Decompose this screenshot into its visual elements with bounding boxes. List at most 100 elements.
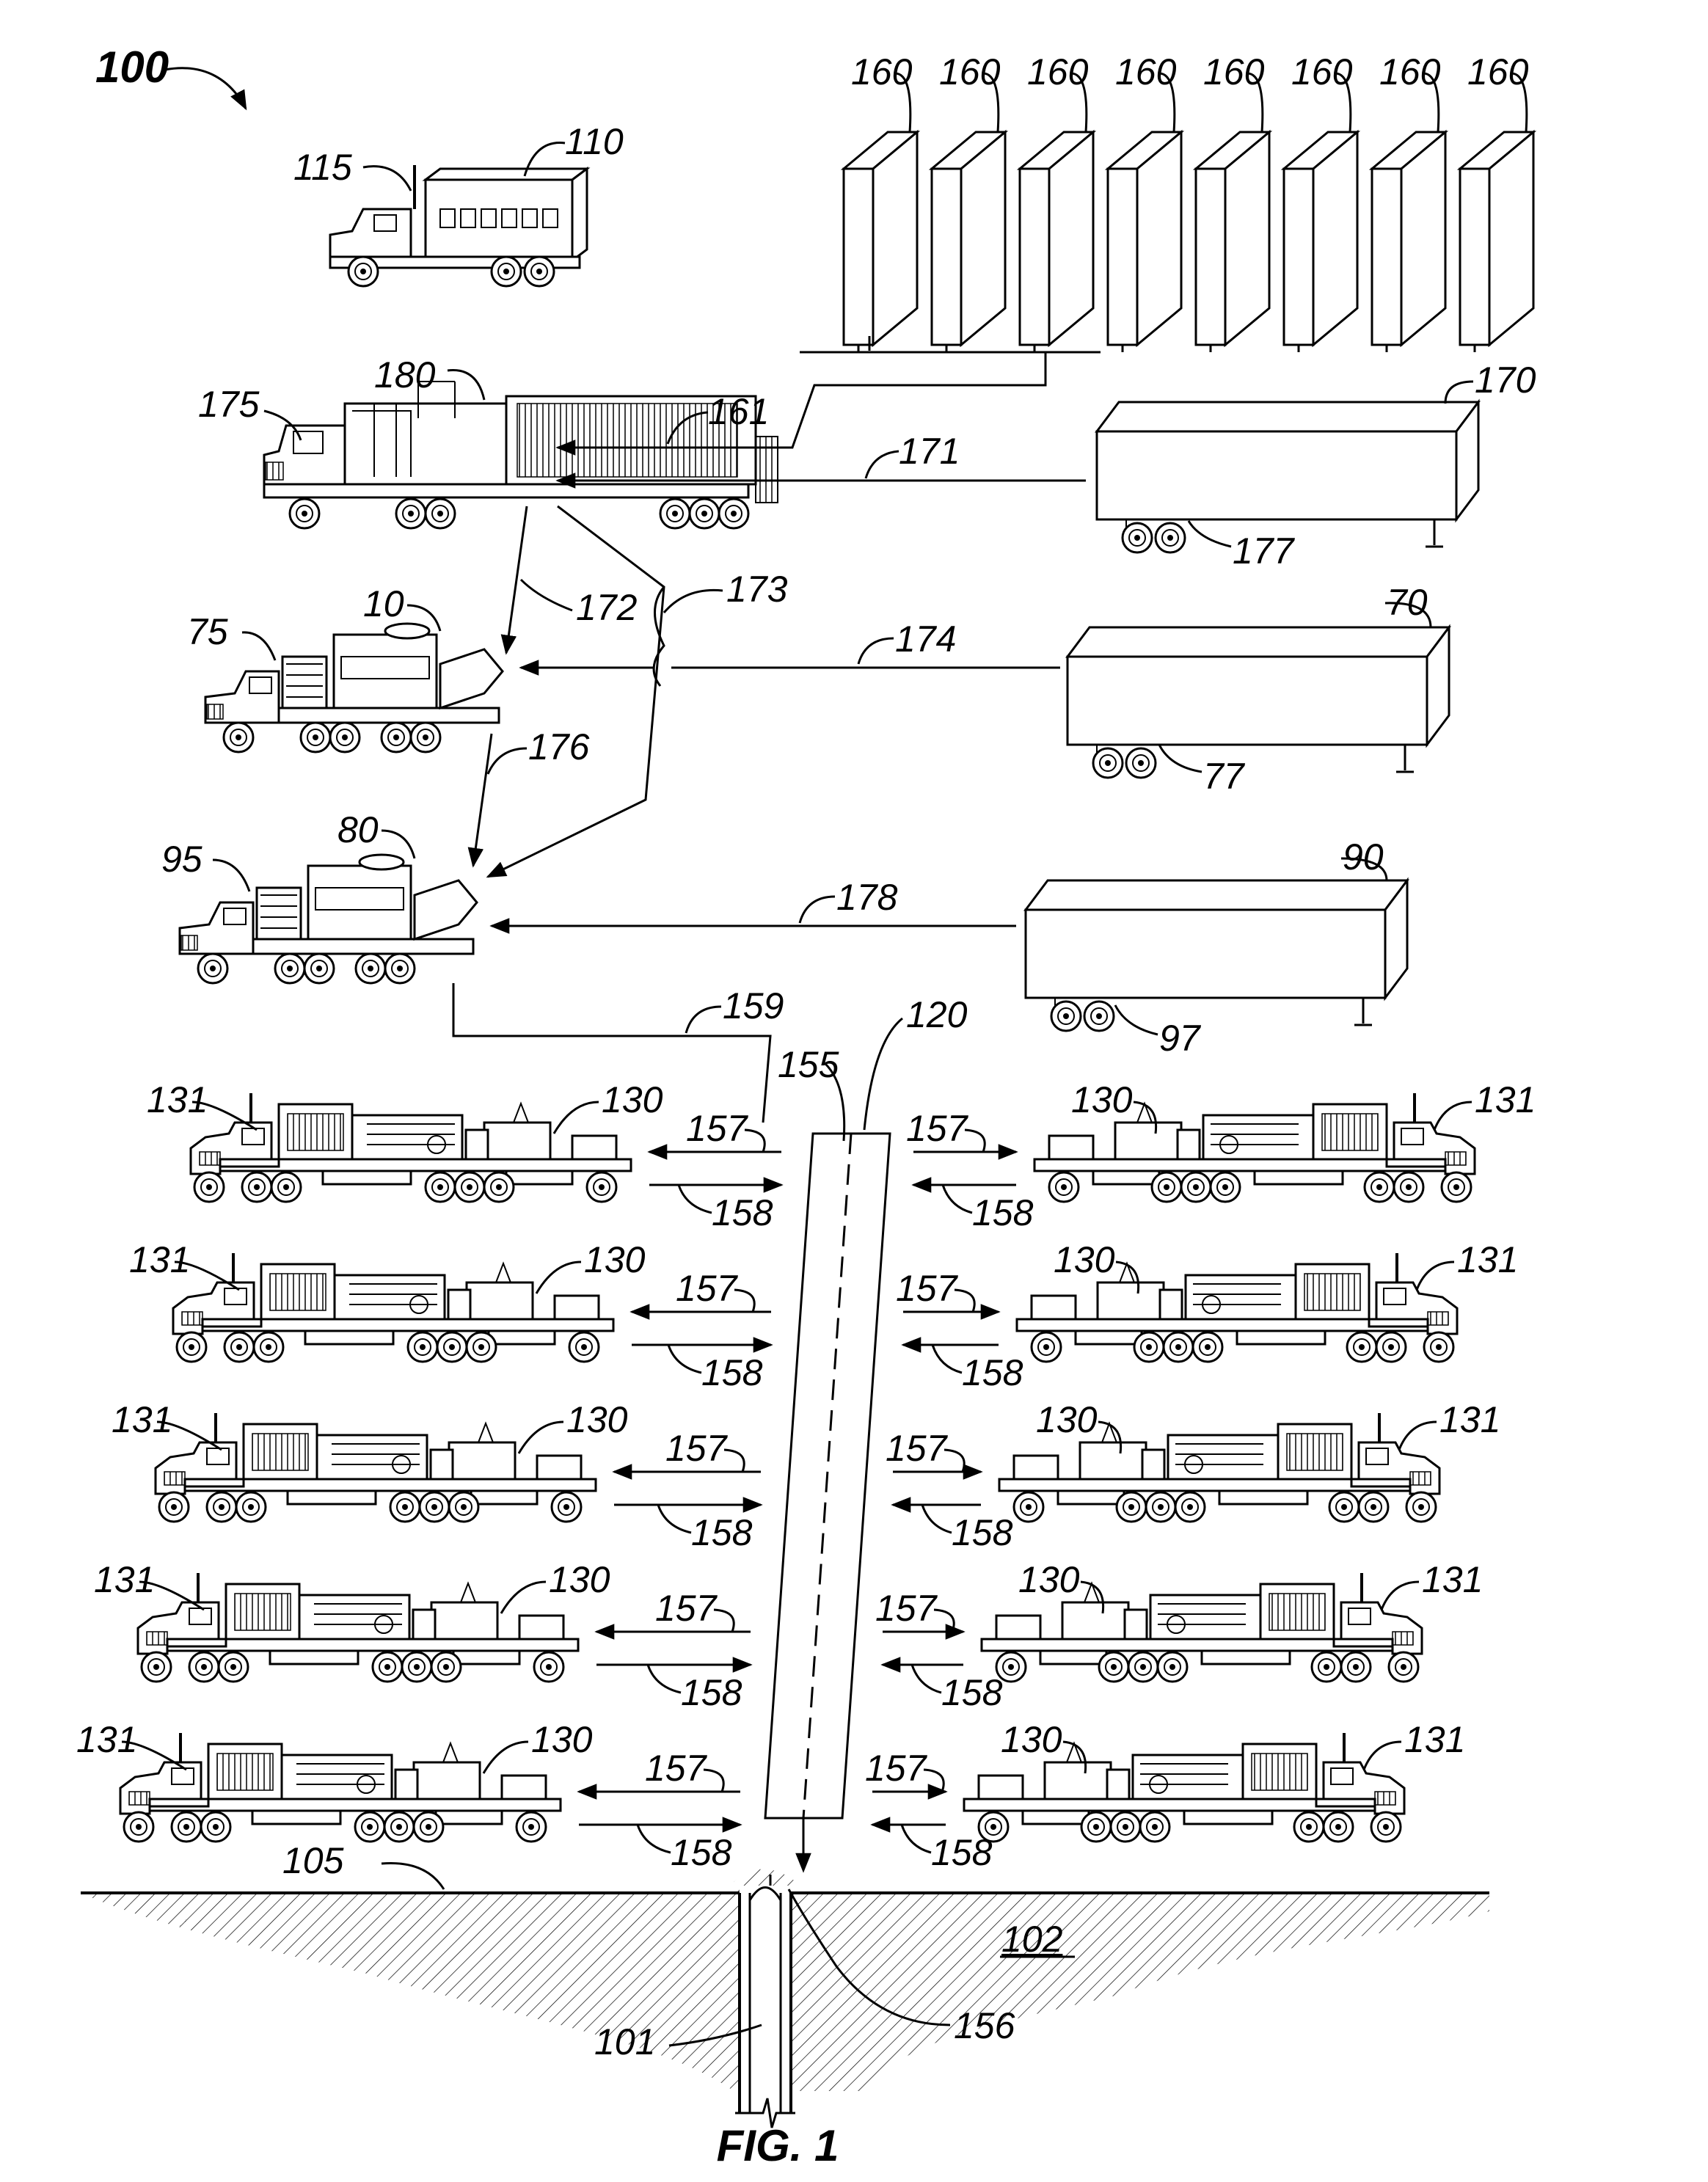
ref-159-label: 159 [723, 985, 784, 1026]
pump-truck-left [138, 1573, 578, 1682]
control-van-truck [330, 165, 587, 286]
sand-handling-truck [264, 382, 778, 528]
ref-158-label: 158 [671, 1832, 732, 1873]
silo-160 [1108, 132, 1181, 352]
ref-178-label: 178 [836, 877, 898, 918]
ref-157-label: 157 [655, 1588, 718, 1629]
blender-truck [180, 855, 477, 983]
ref-171-label: 171 [899, 431, 960, 472]
ref-156-label: 156 [954, 2005, 1015, 2046]
ref-130-label: 130 [549, 1559, 610, 1600]
ref-101-label: 101 [594, 2021, 655, 2062]
ref-173-label: 173 [726, 569, 788, 610]
ref-131-label: 131 [112, 1399, 172, 1440]
ref-75-label: 75 [187, 611, 228, 652]
ref-131-label: 131 [1475, 1079, 1536, 1120]
ref-130-label: 130 [602, 1079, 663, 1120]
ref-160-label: 160 [1379, 51, 1441, 92]
silo-160 [932, 132, 1005, 352]
ref-110-label: 110 [565, 121, 624, 162]
ref-180-label: 180 [374, 354, 436, 395]
ref-120-label: 120 [906, 994, 968, 1035]
ref-158-label: 158 [691, 1512, 753, 1553]
ref-160-label: 160 [1203, 51, 1265, 92]
ref-157-label: 157 [865, 1748, 928, 1789]
ref-100-label: 100 [95, 43, 169, 92]
ref-177-label: 177 [1233, 530, 1296, 572]
ref-77-label: 77 [1203, 756, 1246, 797]
figure-title: FIG. 1 [717, 2121, 839, 2170]
ref-158-label: 158 [952, 1512, 1013, 1553]
ref-90-label: 90 [1343, 836, 1384, 877]
ref-10-label: 10 [363, 583, 404, 624]
ref-160-label: 160 [939, 51, 1001, 92]
ref-160-label: 160 [1291, 51, 1353, 92]
ref-131-label: 131 [1457, 1239, 1518, 1280]
ref-155-label: 155 [778, 1044, 839, 1085]
ref-130-label: 130 [1018, 1559, 1080, 1600]
ref-115-label: 115 [293, 147, 352, 188]
ref-130-label: 130 [531, 1719, 593, 1760]
ref-157-label: 157 [676, 1268, 739, 1309]
silo-row: 160 160 160 160 160 160 160 160 [844, 51, 1533, 352]
line-176 [473, 734, 492, 866]
ref-175-label: 175 [198, 384, 260, 425]
silo-160 [1372, 132, 1445, 352]
ref-131-label: 131 [147, 1079, 208, 1120]
silo-160 [1020, 132, 1093, 352]
ground-surface-102 [81, 1869, 1489, 2128]
ref-172-label: 172 [576, 587, 638, 628]
ref-130-label: 130 [1054, 1239, 1115, 1280]
ref-80-label: 80 [337, 809, 379, 850]
ref-131-label: 131 [129, 1239, 190, 1280]
pump-truck-left [191, 1093, 631, 1202]
ref-131-label: 131 [1404, 1719, 1465, 1760]
ref-131-label: 131 [94, 1559, 155, 1600]
ref-157-label: 157 [875, 1588, 938, 1629]
silo-160 [844, 132, 917, 352]
ref-130-label: 130 [1071, 1079, 1133, 1120]
ref-160-label: 160 [1027, 51, 1089, 92]
ref-131-label: 131 [1439, 1399, 1500, 1440]
silo-160 [1196, 132, 1269, 352]
ref-131-label: 131 [76, 1719, 137, 1760]
ref-130-label: 130 [584, 1239, 646, 1280]
ref-170-label: 170 [1475, 360, 1536, 401]
ref-131-label: 131 [1422, 1559, 1483, 1600]
ref-158-label: 158 [681, 1672, 742, 1713]
ref-157-label: 157 [906, 1108, 969, 1149]
ref-95-label: 95 [161, 839, 202, 880]
ref-130-label: 130 [1036, 1399, 1098, 1440]
ref-176-label: 176 [528, 726, 590, 767]
ref-158-label: 158 [701, 1352, 763, 1393]
ref-157-label: 157 [645, 1748, 708, 1789]
hydration-unit-truck [205, 624, 503, 752]
ref-157-label: 157 [665, 1428, 729, 1469]
line-173 [488, 506, 664, 877]
ref-158-label: 158 [972, 1192, 1034, 1233]
pump-truck-left [156, 1413, 596, 1522]
ref-130-label: 130 [1001, 1719, 1062, 1760]
ref-157-label: 157 [886, 1428, 949, 1469]
ref-158-label: 158 [962, 1352, 1023, 1393]
pump-truck-left [120, 1733, 561, 1842]
trailer-90 [1026, 880, 1407, 1031]
ref-158-label: 158 [712, 1192, 773, 1233]
ref-157-label: 157 [686, 1108, 749, 1149]
ref-97-label: 97 [1159, 1018, 1202, 1059]
ref-157-label: 157 [896, 1268, 959, 1309]
ref-160-label: 160 [1467, 51, 1529, 92]
silo-160 [1460, 132, 1533, 352]
ref-158-label: 158 [941, 1672, 1003, 1713]
silo-160 [1284, 132, 1357, 352]
ref-161-label: 161 [708, 391, 769, 432]
ref-160-label: 160 [1115, 51, 1177, 92]
ref-174-label: 174 [895, 619, 956, 660]
line-172 [506, 506, 527, 653]
ref-158-label: 158 [931, 1832, 993, 1873]
pump-truck-left [173, 1253, 613, 1362]
ref-105-label: 105 [282, 1840, 344, 1881]
ref-160-label: 160 [851, 51, 913, 92]
ref-130-label: 130 [566, 1399, 628, 1440]
